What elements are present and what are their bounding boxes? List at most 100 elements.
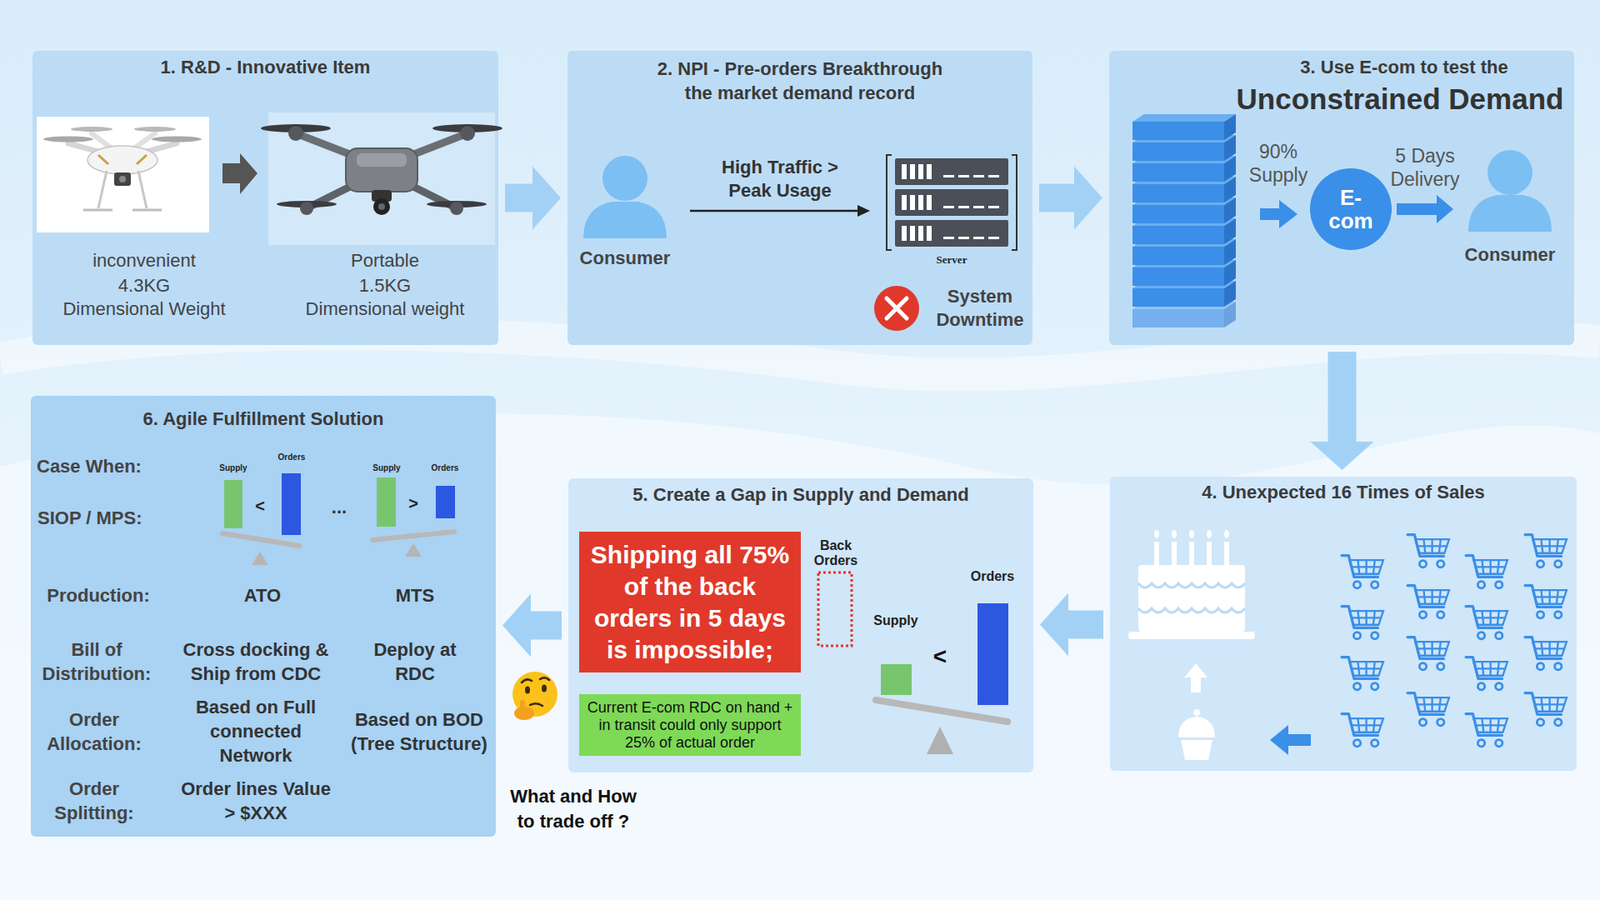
table-cell-slot: Cross docking & Ship from CDC — [176, 637, 335, 686]
drone-stripe — [98, 155, 109, 165]
demand-arrow — [1270, 725, 1311, 755]
flow-arrow — [505, 166, 561, 230]
candle-flame — [1206, 530, 1212, 539]
caption: Portable — [293, 249, 477, 273]
compare-sign: > — [403, 493, 424, 514]
stock-slab — [1132, 176, 1236, 203]
caption: Dimensional Weight — [52, 297, 236, 321]
mini-label: Supply — [212, 463, 255, 474]
mini-label-slot: Supply — [212, 463, 255, 474]
panel-title: 3. Use E-com to test the — [1254, 55, 1555, 80]
row-header: Order Allocation: — [38, 707, 151, 756]
bar-label-slot: Orders — [963, 568, 1022, 585]
cake-body — [1138, 565, 1245, 632]
candle — [1224, 541, 1230, 567]
candle — [1206, 541, 1212, 567]
panel-headline-slot: Unconstrained Demand — [1229, 81, 1571, 117]
emoji-eye — [525, 686, 530, 695]
ellipsis-slot: ... — [320, 497, 358, 518]
cart-icon — [1407, 535, 1450, 568]
node-label-slot: E- com — [1325, 185, 1377, 233]
propeller — [70, 126, 113, 132]
orders-bar — [977, 603, 1009, 705]
channel-circle: E- com — [1310, 168, 1392, 250]
landing-skid — [132, 209, 162, 212]
table-cell-slot: Order lines Value > $XXX — [176, 776, 335, 825]
cart-icon — [1341, 714, 1384, 747]
node-label: Consumer — [1458, 243, 1562, 267]
supply-bar — [376, 477, 396, 527]
stock-slab — [1132, 239, 1236, 265]
table-cell: Cross docking & Ship from CDC — [176, 637, 335, 686]
caption-slot: Dimensional Weight — [52, 297, 236, 321]
compare-sign-slot: < — [927, 643, 953, 670]
row-header-slot: Order Splitting: — [38, 776, 151, 825]
row-header: Order Splitting: — [38, 776, 151, 825]
person-node: Consumer — [1458, 145, 1562, 271]
mini-label: Supply — [365, 463, 408, 474]
edge-label-slot: 5 Days Delivery — [1386, 144, 1464, 191]
row-header-slot: Case When: — [36, 454, 170, 479]
motor — [300, 201, 314, 215]
stock-slab — [1132, 218, 1236, 245]
edge-label: High Traffic > Peak Usage — [720, 155, 841, 203]
row-header: Bill of Distribution: — [40, 637, 154, 686]
compare-sign-slot: < — [250, 495, 270, 516]
caption: 4.3KG — [52, 274, 236, 298]
flow-arrow — [1310, 351, 1375, 470]
person-node: Consumer — [573, 148, 677, 274]
candle — [1189, 541, 1195, 567]
flow-arrow-shape — [1039, 166, 1103, 230]
compare-sign-slot: > — [403, 493, 424, 514]
connector-line — [690, 210, 860, 213]
emoji-finger — [520, 700, 525, 712]
edge-label-slot: High Traffic > Peak Usage — [720, 155, 841, 203]
drone-gimbal — [371, 190, 392, 202]
note-text: Current E-com RDC on hand + in transit c… — [584, 699, 796, 752]
cupcake-wrapper — [1180, 740, 1213, 760]
propeller — [134, 126, 176, 132]
node-label: Back Orders — [812, 538, 860, 569]
table-cell-slot: ATO — [220, 583, 305, 608]
mini-label-slot: Orders — [424, 463, 466, 474]
flow-arrow-shape — [1040, 593, 1104, 657]
person-head — [602, 155, 648, 201]
camera-lens — [378, 203, 385, 210]
table-cell: Based on BOD (Tree Structure) — [347, 707, 491, 756]
candle-flame — [1154, 530, 1160, 539]
panel-title-slot: 2. NPI - Pre-orders Breakthrough the mar… — [649, 56, 951, 105]
row-header: Case When: — [36, 454, 170, 479]
question-slot: What and How to trade off ? — [505, 784, 641, 835]
cupcake-top — [1178, 716, 1215, 738]
alert-text: Shipping all 75% of the back orders in 5… — [584, 539, 796, 666]
flow-label: 90% Supply — [1244, 140, 1313, 187]
backorder-box: Back Orders — [812, 538, 860, 649]
balance-fulcrum — [251, 551, 269, 565]
drone-camera — [114, 172, 131, 186]
question: What and How to trade off ? — [505, 784, 641, 835]
flow-arrow-shape — [505, 166, 561, 230]
cart-icon — [1465, 714, 1508, 747]
panel: 5. Create a Gap in Supply and DemandShip… — [568, 478, 1034, 773]
rack-bracket — [1011, 155, 1017, 250]
node-label-slot: Back Orders — [812, 538, 860, 569]
photo-frame — [36, 116, 210, 233]
emoji-hand — [514, 706, 535, 720]
candle — [1154, 541, 1160, 567]
panel-title-slot: 4. Unexpected 16 Times of Sales — [1110, 480, 1577, 505]
table-cell-slot: Deploy at RDC — [360, 637, 470, 686]
flow-arrow-shape — [1310, 351, 1375, 470]
growth-arrow — [1184, 663, 1208, 693]
panel-title: 4. Unexpected 16 Times of Sales — [1110, 480, 1577, 505]
candle-flame — [1171, 530, 1177, 539]
ellipsis: ... — [320, 497, 358, 518]
backorder-bar — [818, 572, 852, 646]
caption-slot: 4.3KG — [52, 274, 236, 298]
stock-slab — [1132, 114, 1236, 140]
cake-plate — [1128, 631, 1255, 640]
rack-bracket — [886, 155, 892, 250]
row-header-slot: Bill of Distribution: — [40, 637, 154, 686]
drone-arm — [306, 170, 382, 209]
drone-camera — [373, 198, 390, 215]
panel: 3. Use E-com to test theUnconstrained De… — [1109, 50, 1575, 345]
